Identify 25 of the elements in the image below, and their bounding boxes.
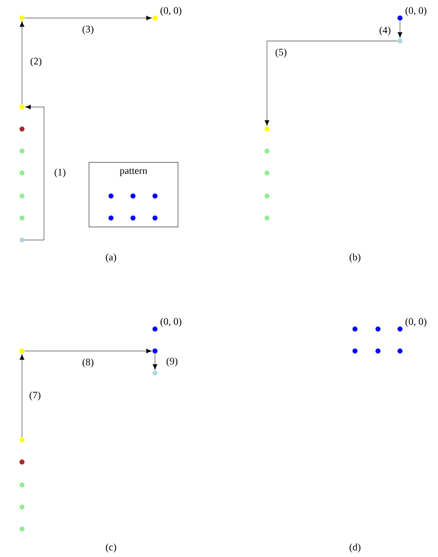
coordinate-label: (0, 0): [160, 318, 182, 327]
arrow: [264, 40, 398, 126]
edge-label: (2): [29, 56, 43, 68]
panel-caption: (d): [350, 543, 360, 553]
panel-caption: (a): [106, 253, 116, 263]
arrow: [20, 22, 24, 105]
arrow: [152, 353, 158, 370]
edge-label: (5): [274, 47, 288, 59]
edge-label: (9): [165, 356, 179, 368]
edge-label: (1): [53, 167, 67, 179]
arrow: [24, 348, 152, 354]
panel-caption: (c): [106, 543, 116, 553]
panel-caption: (b): [350, 253, 360, 263]
arrow: [398, 20, 402, 38]
coordinate-label: (0, 0): [406, 6, 426, 16]
edge-label: (4): [378, 25, 392, 37]
coordinate-label: (0, 0): [160, 6, 182, 16]
arrow: [24, 104, 44, 240]
arrow: [20, 354, 24, 438]
coordinate-label: (0, 0): [406, 318, 426, 327]
pattern-box: pattern: [88, 162, 178, 228]
edge-label: (7): [28, 390, 42, 402]
arrow: [24, 16, 152, 20]
edge-label: (3): [81, 24, 95, 36]
edge-label: (8): [81, 357, 95, 369]
